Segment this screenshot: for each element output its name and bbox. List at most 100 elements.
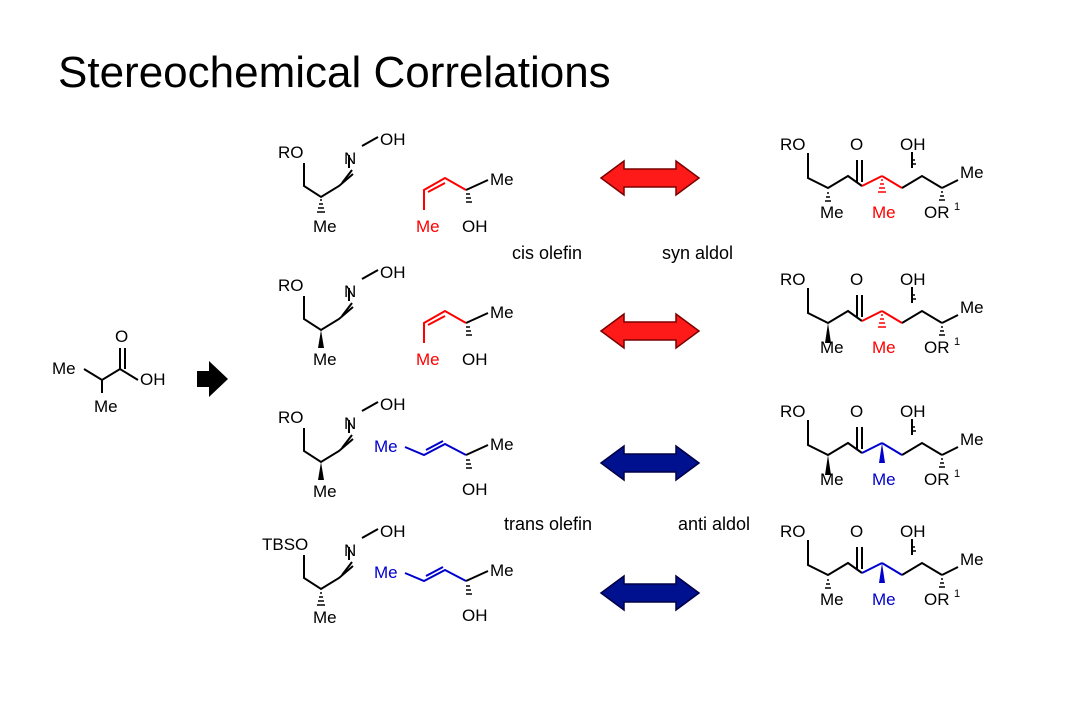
- aldol-stereo-hash: [825, 159, 945, 202]
- acid-o-label: O: [115, 327, 128, 346]
- forward-arrow-icon: [197, 361, 228, 397]
- me-label-15: Me: [960, 550, 984, 569]
- ro-label-6: RO: [780, 402, 806, 421]
- or-superscript-3: 1: [954, 468, 960, 480]
- me-label-9: Me: [313, 482, 337, 501]
- oh-label-10: OH: [380, 522, 406, 541]
- red-bridge-hash: [878, 179, 886, 193]
- caption-anti-aldol: anti aldol: [678, 514, 750, 534]
- o-label-4: O: [850, 522, 863, 541]
- me-label-2: Me: [490, 170, 514, 189]
- o-label-2: O: [850, 270, 863, 289]
- oh-label: OH: [380, 130, 406, 149]
- methyl-stereo-wedge: [318, 330, 324, 348]
- oxime-structure-4: [303, 528, 379, 591]
- or-superscript: 1: [954, 201, 960, 213]
- n-label-4: N: [344, 541, 356, 560]
- n-label-2: N: [344, 282, 356, 301]
- alkene-me-label-3: Me: [374, 437, 398, 456]
- ro-label: RO: [278, 143, 304, 162]
- alcohol-stereo-hash: [466, 193, 472, 203]
- me-label-7: Me: [960, 298, 984, 317]
- red-me-label: Me: [872, 203, 896, 222]
- alcohol-stereo-hash-2: [466, 326, 472, 336]
- methyl-stereo-wedge-2: [318, 462, 324, 480]
- aldol-stereo-wedge-2: [825, 455, 831, 475]
- methyl-stereo-hash: [317, 199, 325, 213]
- caption-cis-olefin: cis olefin: [512, 243, 582, 263]
- blue-me-label-2: Me: [872, 590, 896, 609]
- red-double-arrow-icon: [599, 159, 701, 197]
- red-me-label-2: Me: [872, 338, 896, 357]
- oh-label-8: OH: [462, 480, 488, 499]
- me-label-13: Me: [313, 608, 337, 627]
- n-label: N: [344, 149, 356, 168]
- blue-double-arrow-icon: [599, 444, 701, 482]
- anti-aldol-structure: [807, 419, 959, 457]
- aldol-stereo-wedge: [825, 323, 831, 343]
- or-label-2: OR: [924, 338, 950, 357]
- n-label-3: N: [344, 414, 356, 433]
- red-bridge-hash-2: [878, 314, 886, 328]
- acid-me-label: Me: [52, 359, 76, 378]
- me-label-10: Me: [490, 435, 514, 454]
- methyl-stereo-hash-2: [317, 592, 325, 606]
- red-double-arrow-icon-2: [599, 312, 701, 350]
- caption-syn-aldol: syn aldol: [662, 243, 733, 263]
- cis-alkene-structure-2: [423, 309, 489, 343]
- aldol-stereo-hash-3: [912, 426, 945, 468]
- me-label-3: Me: [960, 163, 984, 182]
- blue-double-arrow-icon-2: [599, 574, 701, 612]
- blue-me-label: Me: [872, 470, 896, 489]
- trans-alkene-structure: [404, 440, 489, 457]
- me-label-8: Me: [820, 338, 844, 357]
- ro-label-4: RO: [780, 270, 806, 289]
- ro-label-2: RO: [780, 135, 806, 154]
- me-label-16: Me: [820, 590, 844, 609]
- me-label-14: Me: [490, 561, 514, 580]
- or-superscript-2: 1: [954, 336, 960, 348]
- aldol-stereo-hash-4: [825, 546, 945, 589]
- alkene-me-label: Me: [416, 217, 440, 236]
- aldol-stereo-hash-2: [912, 294, 945, 336]
- acid-oh-label: OH: [140, 370, 166, 389]
- oxime-structure-3: [303, 401, 379, 464]
- oh-label-4: OH: [380, 263, 406, 282]
- oh-label-5: OH: [462, 350, 488, 369]
- alkene-me-label-4: Me: [374, 563, 398, 582]
- trans-alkene-structure-2: [404, 566, 489, 583]
- or-label-3: OR: [924, 470, 950, 489]
- me-label-4: Me: [820, 203, 844, 222]
- oh-label-2: OH: [462, 217, 488, 236]
- oh-label-7: OH: [380, 395, 406, 414]
- ro-label-3: RO: [278, 276, 304, 295]
- syn-aldol-structure-2: [807, 287, 959, 325]
- caption-trans-olefin: trans olefin: [504, 514, 592, 534]
- anti-aldol-structure-2: [807, 539, 959, 577]
- blue-bridge-wedge-2: [879, 563, 885, 583]
- alcohol-stereo-hash-4: [466, 585, 472, 595]
- slide-title: Stereochemical Correlations: [58, 48, 611, 97]
- me-label-11: Me: [960, 430, 984, 449]
- o-label: O: [850, 135, 863, 154]
- me-label-6: Me: [490, 303, 514, 322]
- oxime-structure-2: [303, 269, 379, 332]
- alcohol-stereo-hash-3: [466, 459, 472, 469]
- alkene-me-label-2: Me: [416, 350, 440, 369]
- ro-label-5: RO: [278, 408, 304, 427]
- o-label-3: O: [850, 402, 863, 421]
- or-superscript-4: 1: [954, 588, 960, 600]
- or-label-4: OR: [924, 590, 950, 609]
- oh-label-6: OH: [900, 270, 926, 289]
- oh-label-3: OH: [900, 135, 926, 154]
- cis-alkene-structure: [423, 176, 489, 210]
- oh-label-11: OH: [462, 606, 488, 625]
- ro-label-7: RO: [780, 522, 806, 541]
- oh-label-12: OH: [900, 522, 926, 541]
- me-label-12: Me: [820, 470, 844, 489]
- blue-bridge-wedge: [879, 443, 885, 463]
- or-label: OR: [924, 203, 950, 222]
- me-label: Me: [313, 217, 337, 236]
- oh-label-9: OH: [900, 402, 926, 421]
